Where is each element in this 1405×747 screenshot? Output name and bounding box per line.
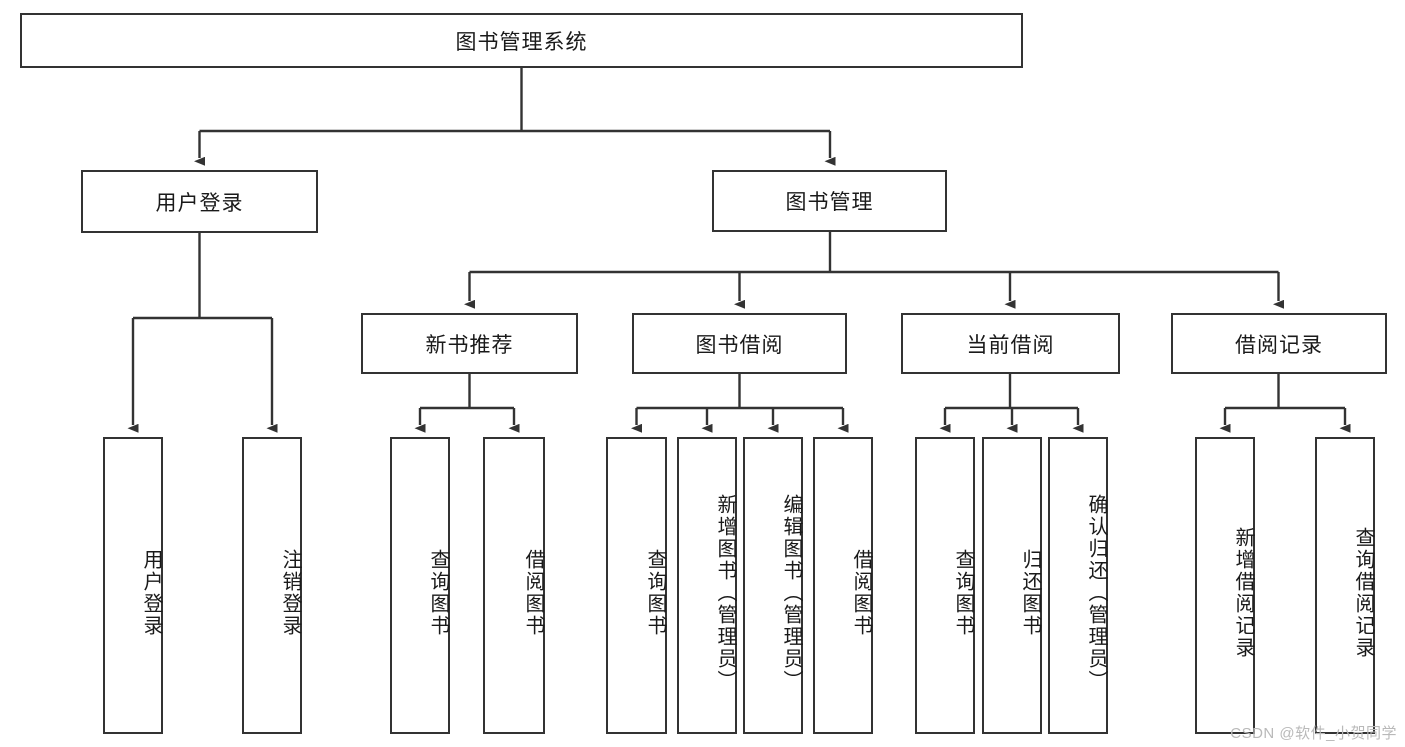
node-new-book-recommend[interactable]: 新书推荐 <box>361 313 578 374</box>
leaf-current-query-book[interactable]: 查询图书 <box>915 437 975 734</box>
leaf-current-return-book[interactable]: 归还图书 <box>982 437 1042 734</box>
node-label: 新增借阅记录 <box>1232 526 1254 659</box>
node-label: 借阅图书 <box>522 548 544 637</box>
node-label: 归还图书 <box>1019 548 1041 637</box>
node-label: 用户登录 <box>140 548 162 637</box>
leaf-record-query-record[interactable]: 查询借阅记录 <box>1315 437 1375 734</box>
node-label: 新增图书（管理员） <box>714 493 736 692</box>
node-label: 查询图书 <box>644 548 666 637</box>
node-label: 图书管理系统 <box>455 30 588 54</box>
node-label: 查询图书 <box>952 548 974 637</box>
leaf-borrow-add-book-admin[interactable]: 新增图书（管理员） <box>677 437 737 734</box>
node-label: 当前借阅 <box>966 333 1055 357</box>
node-label: 确认归还（管理员） <box>1085 493 1107 692</box>
leaf-borrow-query-book[interactable]: 查询图书 <box>606 437 667 734</box>
node-current-borrow[interactable]: 当前借阅 <box>901 313 1120 374</box>
node-label: 用户登录 <box>155 191 244 215</box>
leaf-user-login-logout[interactable]: 注销登录 <box>242 437 302 734</box>
leaf-borrow-edit-book-admin[interactable]: 编辑图书（管理员） <box>743 437 803 734</box>
node-book-management[interactable]: 图书管理 <box>712 170 947 232</box>
node-label: 借阅记录 <box>1235 333 1323 357</box>
csdn-watermark: CSDN @软件_小贺同学 <box>1230 725 1397 742</box>
leaf-user-login-login[interactable]: 用户登录 <box>103 437 163 734</box>
node-label: 注销登录 <box>279 548 301 637</box>
node-label: 查询图书 <box>427 548 449 637</box>
node-borrow-record[interactable]: 借阅记录 <box>1171 313 1387 374</box>
leaf-current-confirm-return-admin[interactable]: 确认归还（管理员） <box>1048 437 1108 734</box>
leaf-recommend-query-book[interactable]: 查询图书 <box>390 437 450 734</box>
leaf-recommend-borrow-book[interactable]: 借阅图书 <box>483 437 545 734</box>
node-label: 新书推荐 <box>425 333 514 357</box>
node-label: 图书管理 <box>785 191 874 214</box>
node-label: 编辑图书（管理员） <box>780 493 802 692</box>
node-label: 图书借阅 <box>695 333 784 357</box>
leaf-record-add-record[interactable]: 新增借阅记录 <box>1195 437 1255 734</box>
node-label: 借阅图书 <box>850 548 872 637</box>
node-root-book-management-system[interactable]: 图书管理系统 <box>20 13 1023 68</box>
node-label: 查询借阅记录 <box>1352 526 1374 659</box>
leaf-borrow-borrow-book[interactable]: 借阅图书 <box>813 437 873 734</box>
node-book-borrow[interactable]: 图书借阅 <box>632 313 847 374</box>
node-user-login[interactable]: 用户登录 <box>81 170 318 233</box>
